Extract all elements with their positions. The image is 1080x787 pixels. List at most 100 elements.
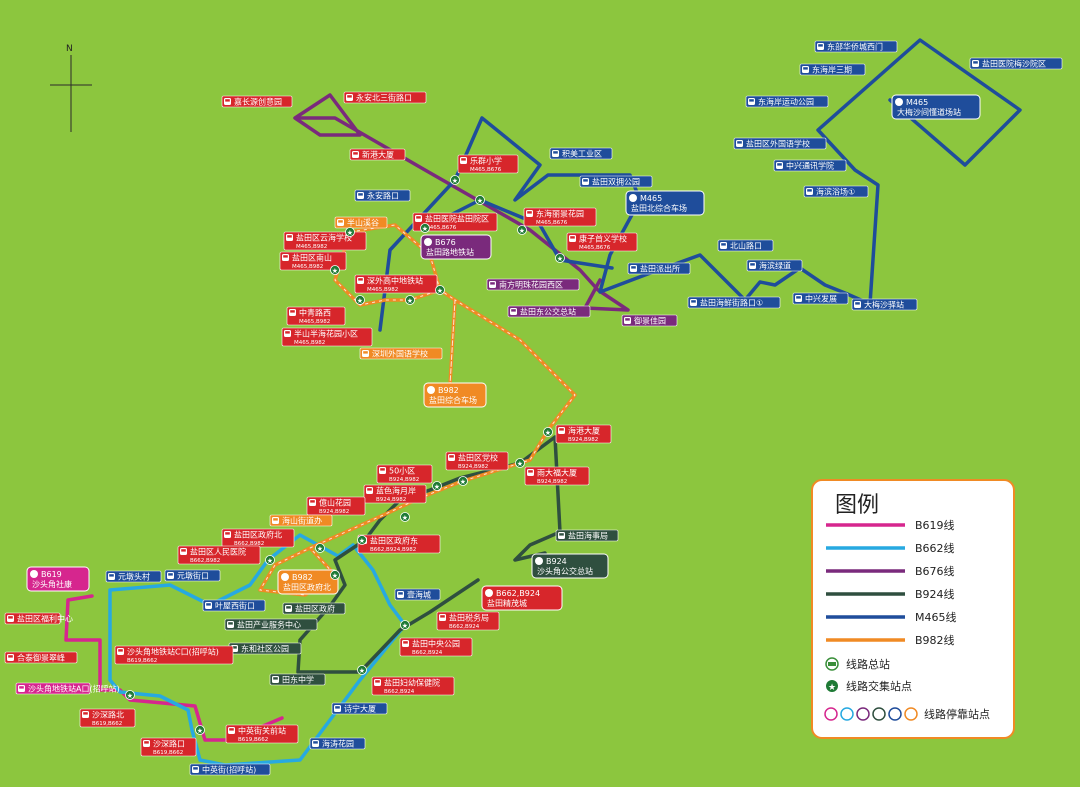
station-name: 盐田海事局	[568, 531, 608, 541]
station-label-box	[687, 296, 781, 309]
station-label: 深圳外国语学校	[359, 347, 443, 360]
star-glyph: ★	[517, 460, 523, 468]
station-name: 盐田医院盐田院区	[425, 214, 489, 224]
station-name: 盐田海鲜街路口①	[700, 298, 763, 308]
station-label-box	[349, 148, 406, 161]
station-name: 积美工业区	[562, 149, 602, 159]
station-label-box	[412, 212, 498, 232]
station-label-box	[15, 682, 91, 695]
transfer-star-marker	[357, 535, 367, 545]
station-label: 盐田派出所	[627, 262, 691, 275]
station-label: 盐田区外国语学校	[733, 137, 827, 150]
station-name: 盐田妇幼保健院	[384, 678, 440, 688]
station-label-box	[225, 724, 299, 744]
transfer-star-marker	[555, 253, 565, 263]
station-name: 中兴通讯学院	[786, 161, 834, 171]
station-label: 北山路口	[717, 239, 774, 252]
station-name: 半山溪谷	[347, 218, 379, 228]
station-label-box	[507, 305, 591, 318]
station-label: 中兴发展	[792, 292, 849, 305]
station-label-box	[283, 231, 367, 251]
station-label-box	[566, 232, 638, 252]
station-label-box	[114, 645, 234, 665]
station-label-box	[279, 251, 347, 271]
station-label-box	[105, 570, 162, 583]
station-label: 盐田海事局	[555, 529, 619, 542]
station-label-box	[394, 588, 441, 601]
station-label-box	[621, 314, 678, 327]
station-label-box	[4, 612, 61, 625]
station-routes: M465,B982	[296, 244, 327, 250]
station-name: 盐田中央公园	[412, 639, 460, 649]
transfer-star-marker	[315, 543, 325, 553]
terminal-icon	[281, 573, 289, 581]
station-label-box	[140, 737, 197, 757]
station-name: 永安路口	[367, 191, 399, 201]
station-label-box	[524, 466, 590, 486]
station-name: 深外高中地铁站	[367, 276, 423, 286]
star-glyph: ★	[267, 557, 273, 565]
station-label-box	[363, 484, 427, 504]
station-name: 中青路西	[299, 308, 331, 318]
terminal-route: M465	[906, 98, 928, 107]
station-label-box	[746, 259, 803, 272]
station-label: 盐田双拥公园	[579, 175, 653, 188]
star-glyph: ★	[357, 297, 363, 305]
terminal-name: 盐田区政府北	[283, 582, 331, 592]
station-label-box	[357, 534, 441, 554]
station-label: 中兴通讯学院	[773, 159, 847, 172]
station-label-box	[269, 673, 326, 686]
transfer-star-marker	[543, 427, 553, 437]
transfer-star-marker	[420, 223, 430, 233]
station-label: 盐田区政府	[282, 602, 346, 615]
station-label-box	[282, 602, 346, 615]
terminal-name: 盐田综合车场	[429, 395, 477, 405]
station-label-box	[224, 618, 318, 631]
station-name: 盐田区云海学校	[296, 233, 352, 243]
station-routes: B924,B982	[458, 464, 488, 470]
transfer-star-marker	[330, 570, 340, 580]
terminal-route: B924	[546, 557, 567, 566]
legend-terminal-label: 线路总站	[846, 657, 890, 671]
station-label: 积美工业区	[549, 147, 613, 160]
station-routes: M465,B676	[425, 225, 457, 231]
station-routes: B619,B662	[127, 658, 157, 664]
terminal-icon	[424, 238, 432, 246]
station-name: 东海岸运动公园	[758, 97, 814, 107]
station-label-box	[457, 154, 519, 174]
star-glyph: ★	[317, 545, 323, 553]
station-label-box	[79, 708, 136, 728]
station-label: 沙头角地铁站A口(招呼站)	[15, 682, 120, 695]
station-label-box	[792, 292, 849, 305]
star-glyph: ★	[332, 572, 338, 580]
transfer-star-marker	[330, 265, 340, 275]
terminal-icon	[535, 557, 543, 565]
station-name: 嘉长源创意园	[234, 97, 282, 107]
station-routes: B662,B924	[384, 689, 415, 695]
terminal-name: 大梅沙间懂道场站	[897, 107, 961, 117]
star-glyph: ★	[359, 537, 365, 545]
station-label-box	[803, 185, 869, 198]
station-routes: B662,B924	[412, 650, 443, 656]
station-name: 盐田区政府	[295, 604, 335, 614]
station-name: 盐田东公交总站	[520, 307, 576, 317]
transfer-star-marker	[450, 175, 460, 185]
star-glyph: ★	[127, 692, 133, 700]
terminal-icon	[629, 194, 637, 202]
station-label: 嘉长源创意园	[221, 95, 293, 108]
station-label: 中英街(招呼站)	[189, 763, 271, 776]
station-label: 壹海城	[394, 588, 441, 601]
station-label-box	[281, 327, 373, 347]
station-label: 盐田东公交总站	[507, 305, 591, 318]
station-label: 大梅沙驿站	[851, 298, 918, 311]
